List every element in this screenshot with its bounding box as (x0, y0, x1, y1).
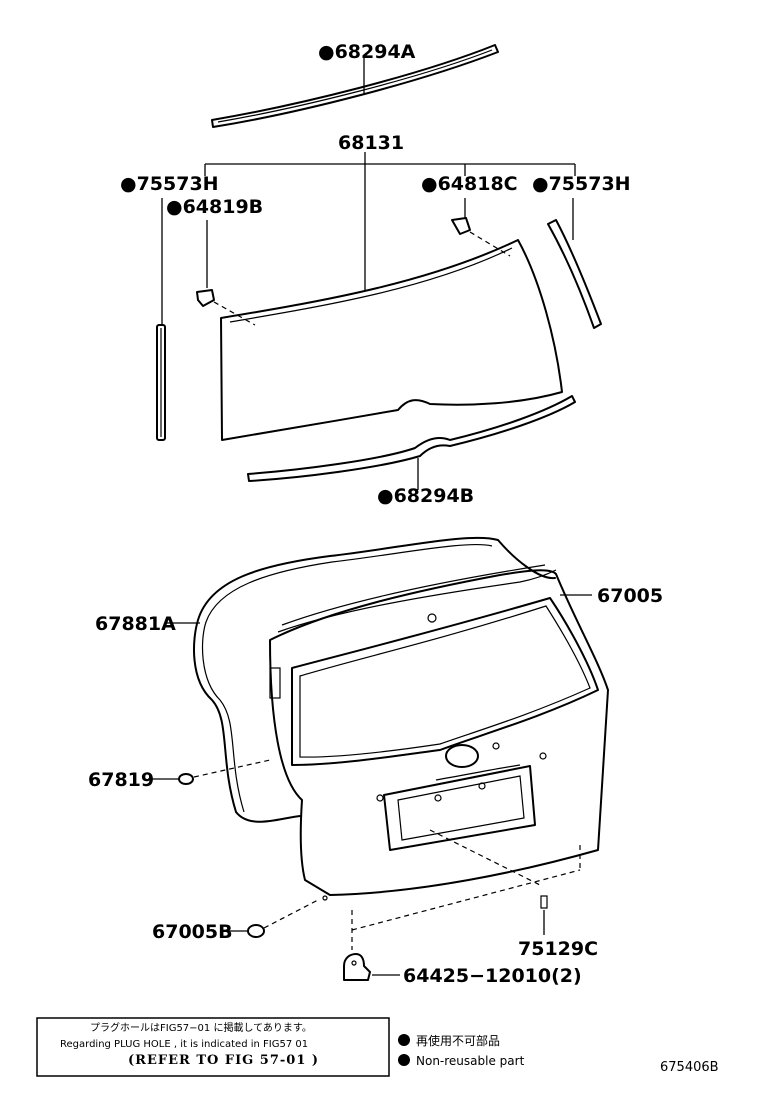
back-window-glass (220, 239, 563, 441)
lower-molding-68294B (247, 395, 576, 482)
callout-64818C: ●64818C (421, 173, 518, 195)
weatherstrip-67881A (193, 536, 556, 823)
note-jp-line: プラグホールはFIG57−01 に掲載してあります。 (90, 1021, 312, 1034)
callout-64425: 64425−12010(2) (403, 965, 582, 987)
callout-67819: 67819 (88, 769, 154, 791)
note-ref-line: (REFER TO FIG 57-01 ) (128, 1053, 319, 1068)
callout-75573H-left: ●75573H (120, 173, 219, 195)
roof-molding-68294A (211, 44, 499, 128)
dash-67819 (193, 759, 271, 778)
dash-67005B (263, 899, 319, 929)
non-reusable-dot-icon (398, 1054, 410, 1066)
callout-68294A: ●68294A (318, 41, 416, 63)
cap-67005B (247, 924, 265, 938)
mounting-dash-lines (351, 829, 581, 950)
plug-hole-note: プラグホールはFIG57−01 に掲載してあります。 Regarding PLU… (36, 1017, 390, 1077)
cap-67819 (178, 773, 194, 785)
callout-68131: 68131 (338, 132, 404, 154)
hinge-64425 (343, 953, 371, 981)
stopper-75129C (540, 895, 548, 909)
legend: 再使用不可部品 Non-reusable part (398, 1033, 525, 1068)
clip-64818C (451, 217, 471, 235)
dash-64819B (213, 301, 256, 326)
legend-jp: 再使用不可部品 (416, 1033, 500, 1048)
side-molding-right (547, 219, 602, 329)
callout-67005: 67005 (597, 585, 663, 607)
diagram-id: 675406B (660, 1060, 719, 1075)
callout-75573H-right: ●75573H (532, 173, 631, 195)
callout-68294B: ●68294B (377, 485, 474, 507)
back-door-panel-67005 (269, 564, 609, 901)
side-molding-left (156, 324, 166, 441)
clip-64819B (196, 289, 215, 307)
non-reusable-dot-icon (398, 1034, 410, 1046)
note-en-line: Regarding PLUG HOLE , it is indicated in… (60, 1039, 308, 1050)
callout-75129C: 75129C (518, 938, 598, 960)
legend-en: Non-reusable part (416, 1054, 525, 1068)
callout-67005B: 67005B (152, 921, 233, 943)
callout-64819B: ●64819B (166, 196, 263, 218)
callout-67881A: 67881A (95, 613, 176, 635)
leader-68131 (204, 152, 576, 290)
